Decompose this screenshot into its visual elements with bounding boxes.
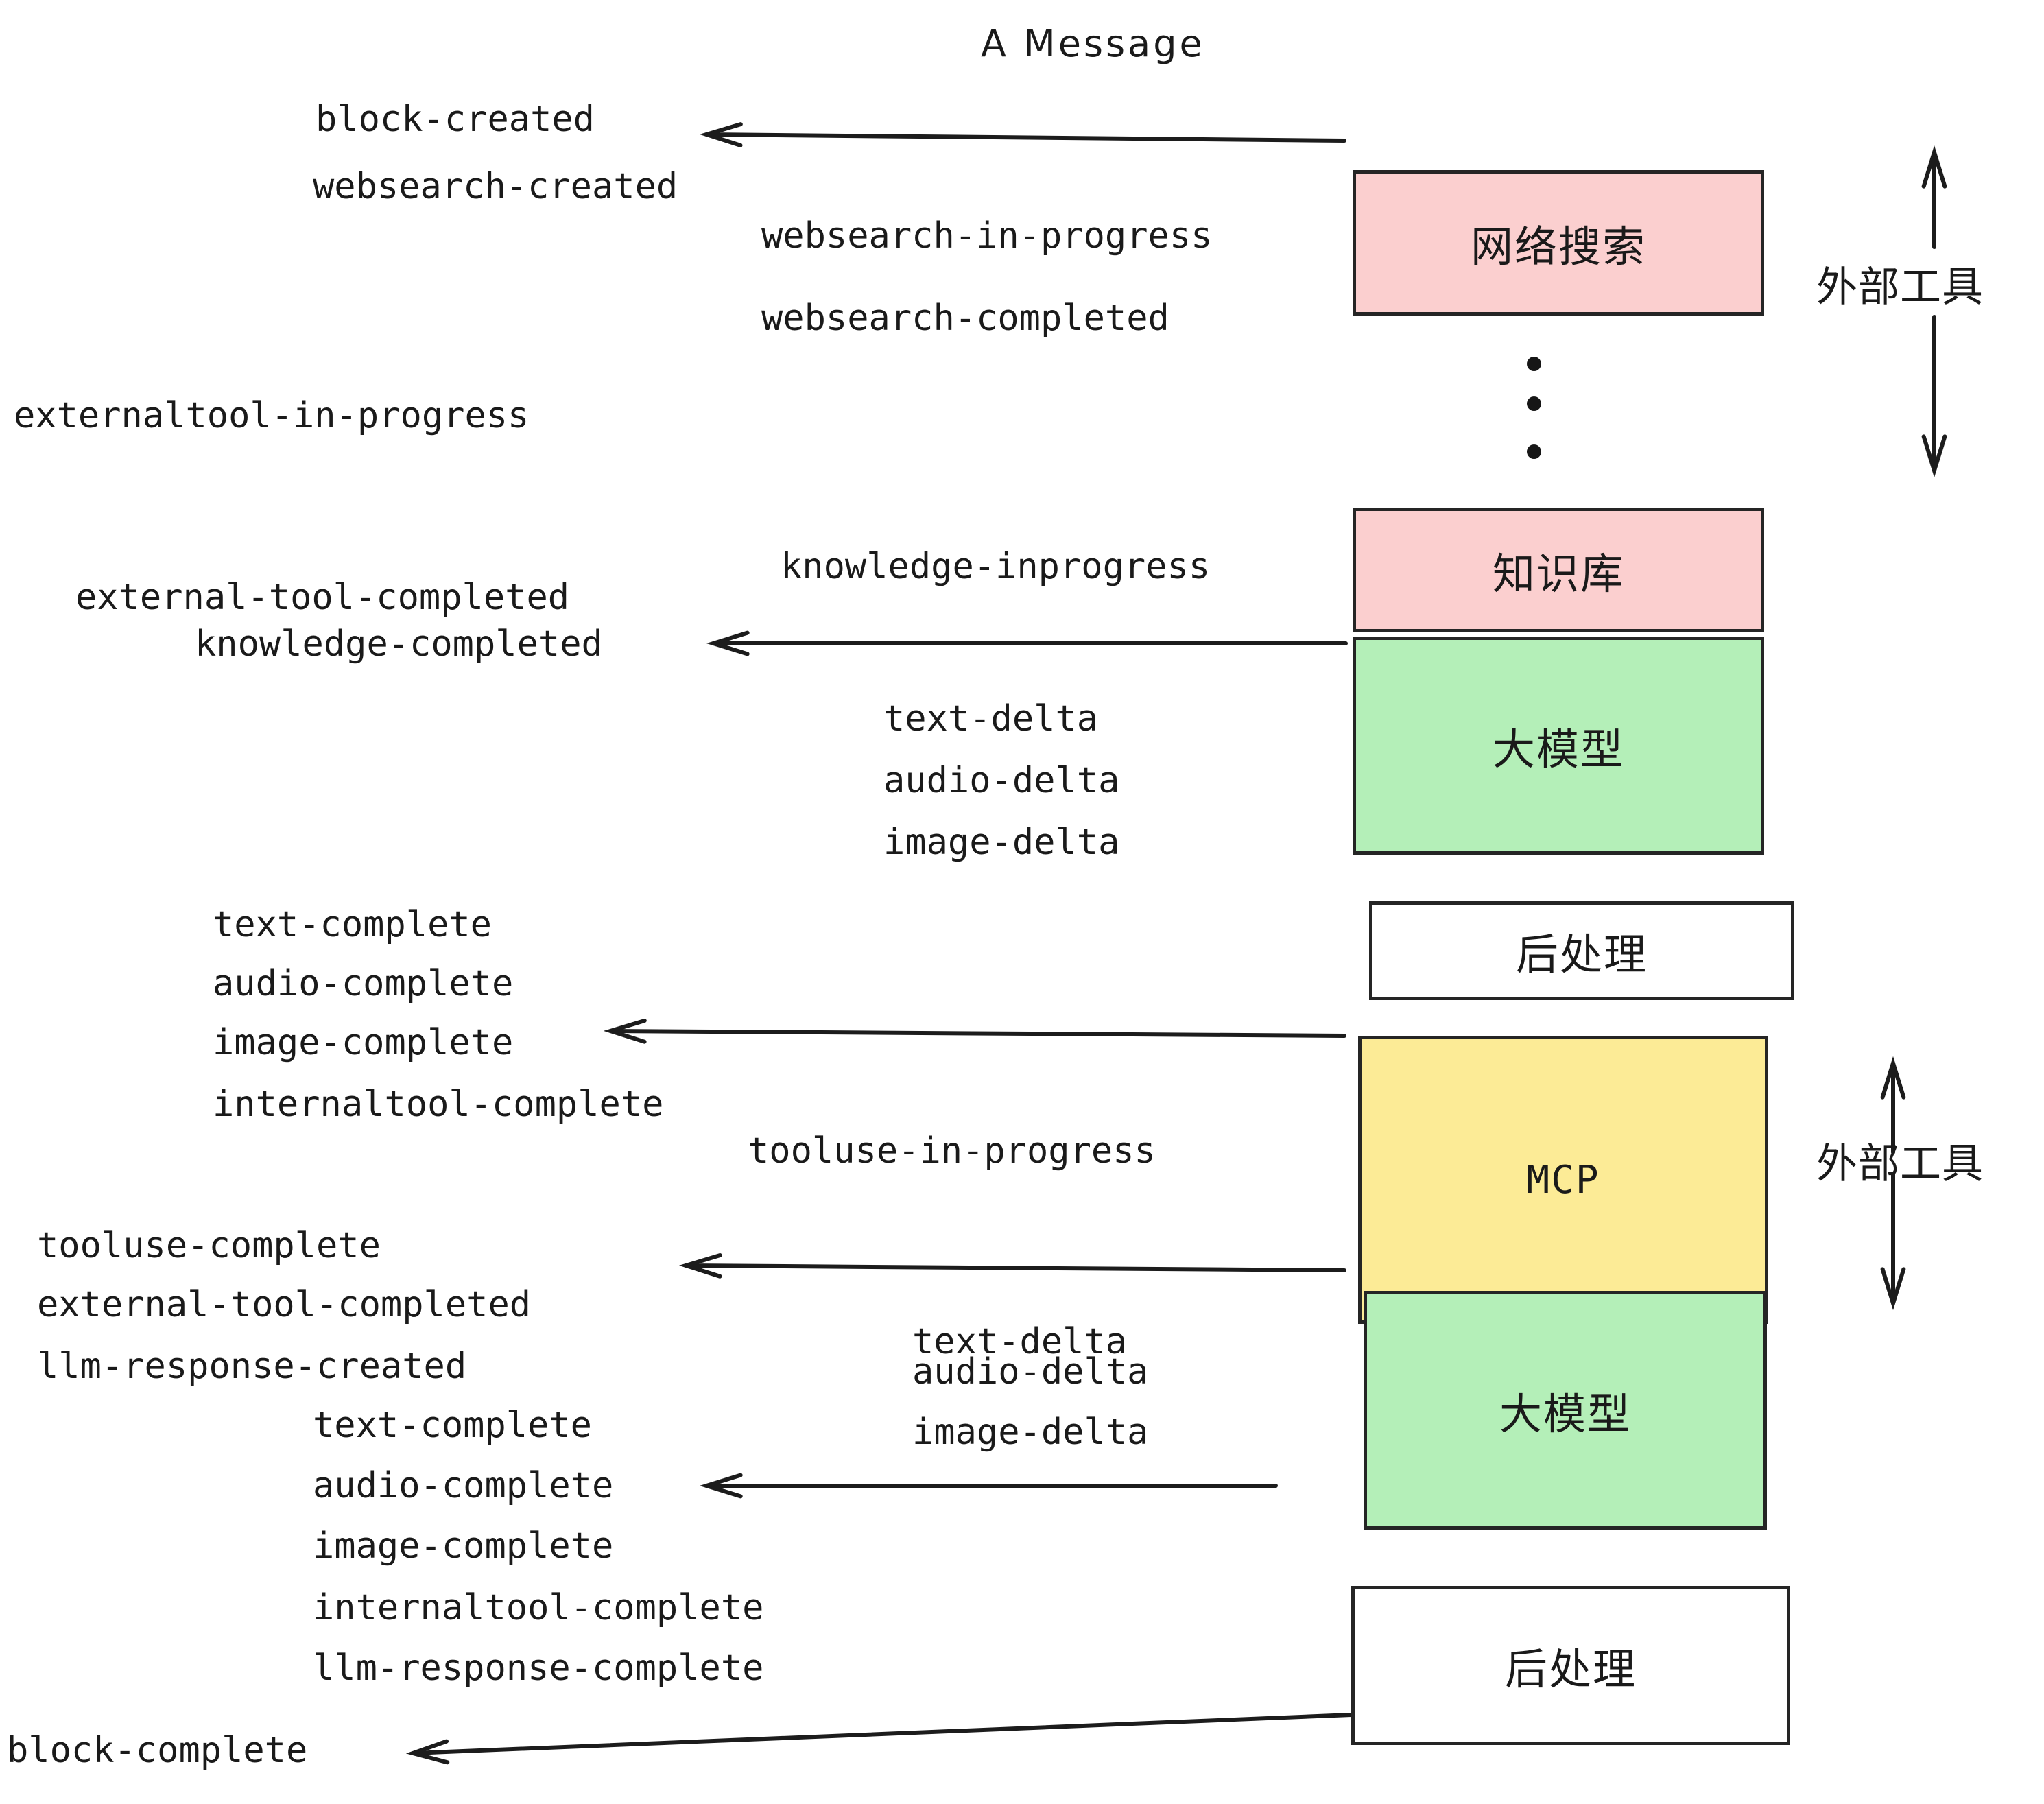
side-label-external-tool-top: 外部工具 (1816, 263, 1984, 311)
node-llm-2: 大模型 (1364, 1291, 1767, 1530)
event-label-external-tool-completed-1: external-tool-completed (75, 577, 570, 618)
event-label-audio-delta-1: audio-delta (883, 760, 1120, 801)
event-label-tooluse-in-progress: tooluse-in-progress (748, 1130, 1156, 1172)
event-label-internaltool-complete-1: internaltool-complete (213, 1084, 664, 1125)
event-label-image-delta-1: image-delta (883, 822, 1120, 863)
ext-tool-down-top-head (1921, 434, 1947, 478)
arrow-image-complete-head (603, 1018, 647, 1044)
ext-tool-down-bottom-head (1880, 1267, 1906, 1311)
arrow-tooluse-complete-head (678, 1253, 722, 1279)
event-label-internaltool-complete-2: internaltool-complete (313, 1587, 764, 1628)
event-label-image-complete-1: image-complete (213, 1022, 514, 1063)
event-label-tooluse-complete: tooluse-complete (37, 1225, 381, 1266)
node-label: 大模型 (1499, 1389, 1631, 1439)
node-label: 知识库 (1492, 549, 1624, 599)
event-label-text-complete-1: text-complete (213, 904, 492, 945)
event-label-llm-response-created: llm-response-created (37, 1346, 467, 1387)
event-label-knowledge-completed: knowledge-completed (195, 624, 603, 665)
event-label-block-created: block-created (316, 99, 595, 140)
event-label-image-complete-2: image-complete (313, 1526, 614, 1567)
event-label-knowledge-inprogress: knowledge-inprogress (781, 546, 1211, 587)
event-label-external-tool-completed-2: external-tool-completed (37, 1284, 532, 1325)
arrow-image-complete-line (608, 1029, 1346, 1038)
event-label-llm-response-complete: llm-response-complete (313, 1648, 764, 1689)
node-label: 大模型 (1492, 724, 1624, 774)
node-postprocess-1: 后处理 (1369, 901, 1794, 1000)
side-label-external-tool-bottom: 外部工具 (1816, 1140, 1984, 1188)
arrow-block-created-line (704, 132, 1346, 143)
node-knowledge: 知识库 (1353, 508, 1764, 632)
node-label: 后处理 (1515, 929, 1648, 980)
event-label-externaltool-in-progress: externaltool-in-progress (14, 395, 530, 436)
arrow-block-created-head (699, 122, 743, 147)
ellipsis-dot-3 (1527, 444, 1541, 459)
ellipsis-dot-2 (1527, 396, 1541, 411)
ext-tool-up-bottom-head (1880, 1056, 1906, 1100)
event-label-block-complete: block-complete (7, 1730, 308, 1771)
event-label-websearch-created: websearch-created (313, 166, 678, 207)
event-label-image-delta-2: image-delta (912, 1412, 1149, 1453)
event-label-text-complete-2: text-complete (313, 1405, 592, 1446)
arrow-block-complete-line (411, 1713, 1353, 1755)
event-label-text-delta-1: text-delta (883, 698, 1099, 739)
node-llm-1: 大模型 (1353, 637, 1764, 855)
event-label-audio-complete-2: audio-complete (313, 1465, 614, 1506)
node-mcp: MCP (1358, 1036, 1768, 1324)
node-postprocess-2: 后处理 (1351, 1586, 1790, 1745)
node-label: 后处理 (1504, 1644, 1637, 1694)
arrow-block-complete-head (405, 1739, 450, 1765)
node-label: 网络搜索 (1470, 222, 1646, 272)
arrow-audio-complete-head (699, 1473, 743, 1499)
arrow-knowledge-completed-head (706, 630, 750, 656)
node-websearch: 网络搜索 (1353, 170, 1764, 316)
node-label: MCP (1526, 1157, 1600, 1202)
event-label-audio-complete-1: audio-complete (213, 963, 514, 1004)
ellipsis-dot-1 (1527, 357, 1541, 371)
event-label-text-delta-2: text-delta (912, 1321, 1128, 1362)
event-label-websearch-in-progress: websearch-in-progress (761, 215, 1213, 257)
page-title: A Message (981, 22, 1205, 65)
event-label-websearch-completed: websearch-completed (761, 298, 1169, 339)
event-label-audio-delta-2: audio-delta (912, 1351, 1149, 1392)
arrow-tooluse-complete-line (684, 1263, 1346, 1272)
ext-tool-up-top-head (1921, 145, 1947, 189)
